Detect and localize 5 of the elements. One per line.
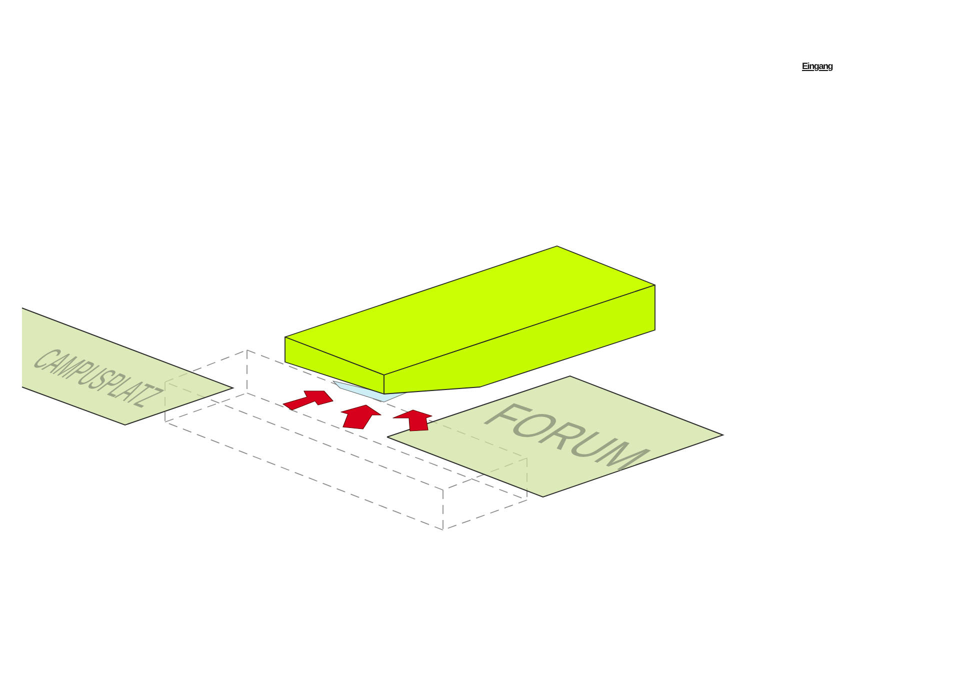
area-label: CAMPUSPLATZ: [24, 344, 170, 412]
area-label: FORUM: [472, 398, 660, 476]
ground-area: [22, 308, 233, 425]
title: Eingang: [802, 61, 833, 72]
ground-area: [387, 376, 723, 497]
